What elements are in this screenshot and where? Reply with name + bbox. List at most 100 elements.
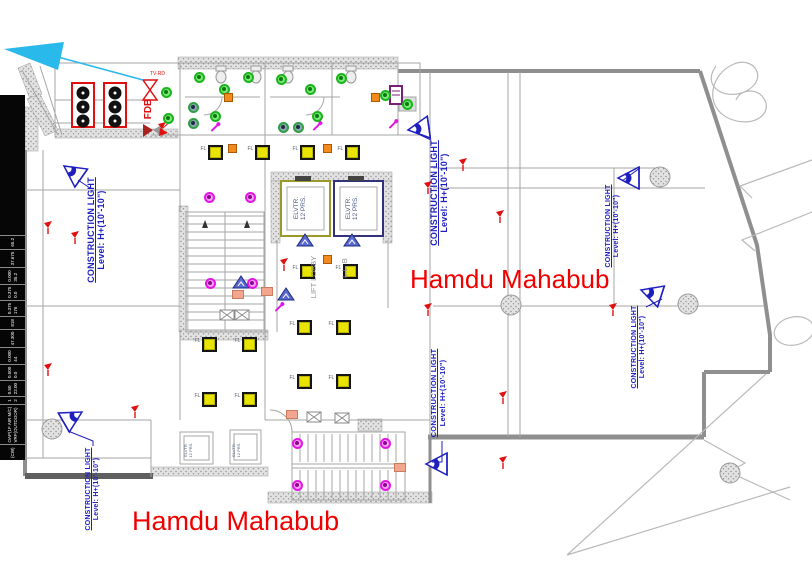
- construction-light-label-line1: CONSTRUCTION LIGHT: [85, 447, 92, 531]
- ceiling-light-magenta: [204, 277, 216, 289]
- door-fixture: [261, 286, 273, 296]
- door-fixture: [232, 289, 244, 299]
- fl-tag: FL: [247, 145, 254, 152]
- sprinkler-symbol: [499, 391, 507, 404]
- shaft-vent-icon: [334, 412, 350, 424]
- ceiling-light-green: [242, 71, 254, 83]
- sprinkler-symbol: [424, 303, 432, 316]
- schedule-cell: (CW): [0, 444, 25, 460]
- fl-tag: FL: [200, 145, 207, 152]
- shaft-vent-icon: [219, 309, 235, 321]
- tv-rd-label: TV-RD: [150, 71, 165, 77]
- sprinkler-symbol: [71, 231, 79, 244]
- construction-light-label-line2: Level: H+(10'-10"): [93, 457, 101, 521]
- construction-light-label-line1: CONSTRUCTION LIGHT: [631, 305, 638, 389]
- sprinkler-symbol: [158, 122, 166, 135]
- elevator-label-line2: 12 PRS.: [235, 442, 241, 458]
- leader-line: [67, 430, 94, 446]
- column: [41, 418, 63, 440]
- fl-light-fixture: FL: [235, 391, 257, 407]
- fl-tag: FL: [335, 264, 342, 271]
- elevator-label-line2: 12 PRS.: [352, 195, 360, 221]
- column: [649, 166, 671, 188]
- fl-tag: FL: [328, 320, 335, 327]
- ceiling-light-green: [304, 83, 316, 95]
- elevator-shafts: [280, 176, 384, 237]
- junction-box: [223, 92, 233, 102]
- ceiling-light-green: [193, 71, 205, 83]
- fl-tag: FL: [234, 337, 241, 344]
- fl-tag: FL: [292, 145, 299, 152]
- fl-light-fixture: FL: [293, 263, 315, 279]
- junction-box: [322, 254, 332, 264]
- watermark-center: Hamdu Mahabub: [410, 264, 610, 294]
- junction-box: [370, 92, 380, 102]
- ceiling-light-green: [311, 110, 323, 122]
- leader-line: [432, 441, 443, 463]
- shaft-vent-icon: [234, 309, 250, 321]
- elevator-label: ELVTR.12 PRS.: [345, 188, 361, 228]
- lobby-label-lift_lobby: LIFT LOBBY: [309, 255, 318, 299]
- leader-line: [77, 179, 91, 189]
- ceiling-light-green: [401, 98, 413, 110]
- schedule-cell: 47.300: [0, 328, 25, 348]
- shaft-vent-icon: [306, 411, 322, 423]
- fl-light-fixture: FL: [201, 144, 223, 160]
- stair-arrow-icon: [202, 220, 208, 228]
- column: [500, 294, 522, 316]
- ceiling-light-magenta: [244, 191, 256, 203]
- watermark-bottom: Hamdu Mahabub: [132, 506, 340, 536]
- dark-bottom-wall: [25, 473, 153, 479]
- ceiling-light-green: [162, 112, 174, 124]
- sprinkler-symbol: [424, 181, 432, 194]
- fl-light-fixture: FL: [293, 144, 315, 160]
- fl-tag: FL: [289, 320, 296, 327]
- fl-light-fixture: FL: [248, 144, 270, 160]
- sink-icon: [277, 121, 289, 133]
- fl-light-fixture: FL: [336, 263, 358, 279]
- fl-tag: FL: [289, 374, 296, 381]
- sprinkler-symbol: [609, 303, 617, 316]
- fdb-label: FDB: [143, 96, 167, 122]
- ceiling-device-triangle-icon: [232, 275, 250, 289]
- sprinkler-symbol: [496, 210, 504, 223]
- sprinkler-symbol: [459, 158, 467, 171]
- fdb-label-text: FDB: [143, 98, 154, 120]
- ceiling-light-green: [209, 110, 221, 122]
- elevator-label: ELVTR.12 PRS.: [293, 188, 309, 228]
- column: [719, 462, 741, 484]
- construction-light-label-line2: Level: H+(10'-10"): [613, 194, 621, 258]
- outer-walls: [23, 69, 772, 503]
- door-fixture: [394, 462, 406, 472]
- construction-light-label-line2: Level: H+(10'-10"): [439, 153, 450, 233]
- leader-line: [413, 131, 432, 141]
- door-fixture: [286, 409, 298, 419]
- thin-partitions: [21, 62, 765, 501]
- fl-tag: FL: [194, 392, 201, 399]
- wall-sconce-icon: [210, 121, 221, 132]
- fl-tag: FL: [337, 145, 344, 152]
- sprinkler-symbol: [280, 258, 288, 271]
- construction-light-label-line2: Level: H+(10'-10"): [639, 315, 647, 379]
- junction-box: [227, 143, 237, 153]
- ceiling-light-green: [335, 72, 347, 84]
- ceiling-light-green: [275, 73, 287, 85]
- ceiling-light-magenta: [203, 191, 215, 203]
- elevator-label-line1: ELVTR.: [345, 196, 352, 220]
- ceiling-device-triangle-icon: [277, 287, 295, 301]
- schedule-cell: 65.2: [0, 234, 25, 249]
- cyan-arrow-icon: [4, 42, 144, 81]
- fdb-symbol: [141, 79, 173, 137]
- sprinkler-symbol: [499, 456, 507, 469]
